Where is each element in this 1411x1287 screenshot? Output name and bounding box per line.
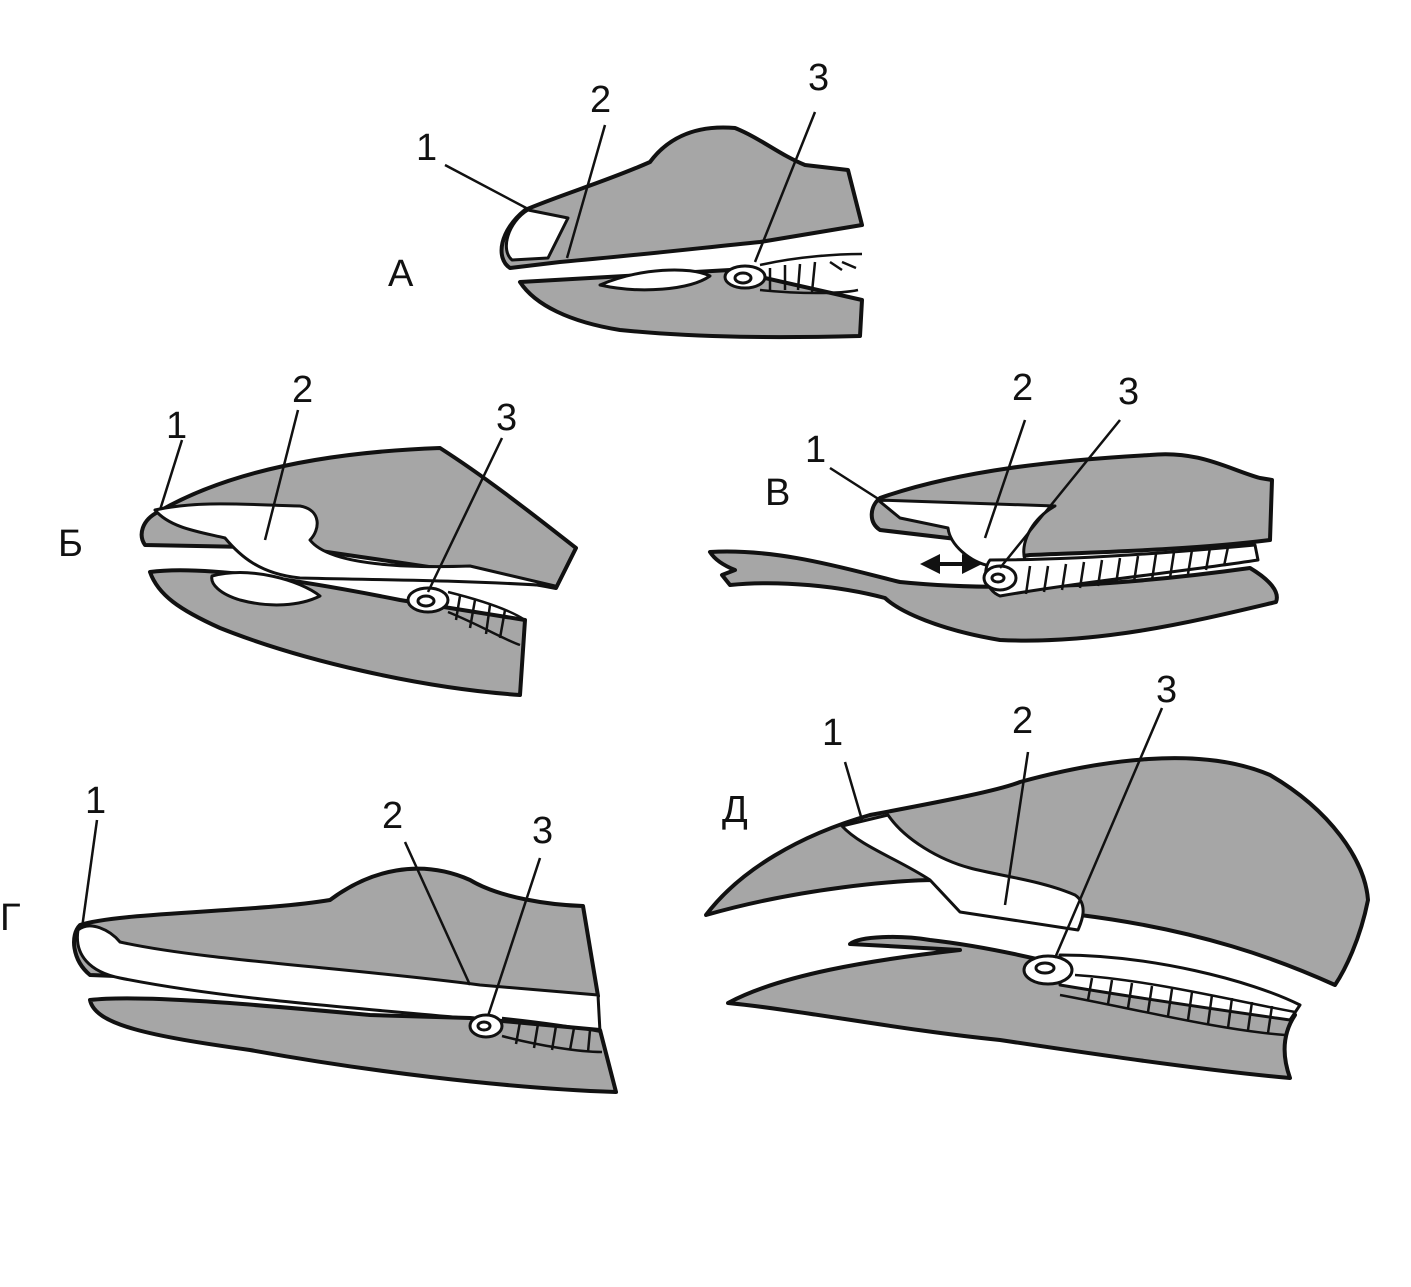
panel-a-leader-2 (565, 124, 607, 259)
panel-a-trachea (723, 252, 863, 295)
panel-a-egg-tooth (504, 208, 570, 262)
panel-b-label-1: 1 (166, 405, 187, 447)
panel-v-letter: В (765, 472, 790, 514)
panel-g-trachea (468, 1013, 603, 1054)
panel-b-lower-jaw (148, 568, 527, 697)
panel-b-label-2: 2 (292, 369, 313, 411)
panel-b-trachea (406, 586, 526, 647)
panel-a-letter: А (388, 253, 414, 295)
panel-g-label-3: 3 (532, 810, 553, 852)
panel-d-label-1: 1 (822, 712, 843, 754)
panel-g-leader-2 (403, 841, 472, 986)
panel-v: 1 2 3 В (708, 367, 1279, 643)
panel-g-letter: Г (0, 897, 21, 939)
panel-g-label-2: 2 (382, 795, 403, 837)
panel-v-leader-3 (999, 419, 1121, 569)
panel-g: 1 2 3 Г (0, 780, 618, 1094)
panel-b: 1 2 3 Б (58, 369, 578, 697)
panel-a-label-3: 3 (808, 57, 829, 99)
panel-d-label-3: 3 (1156, 669, 1177, 711)
panel-a-label-1: 1 (416, 127, 437, 169)
panel-a-tongue-slit (598, 268, 712, 292)
panel-a: 1 2 3 А (388, 57, 864, 340)
panel-v-trachea (982, 546, 1230, 595)
panel-d-leader-2 (1003, 751, 1030, 906)
panel-v-label-3: 3 (1118, 371, 1139, 413)
panel-b-leader-1 (158, 439, 184, 511)
panel-v-leader-2 (983, 419, 1027, 539)
panel-b-upper-opening (153, 502, 557, 588)
panel-b-leader-3 (426, 437, 504, 593)
panel-d-upper-jaw (704, 756, 1370, 987)
panel-b-tongue-slit (210, 571, 322, 607)
panel-b-letter: Б (58, 523, 83, 565)
panel-a-leader-1 (444, 163, 531, 212)
panel-g-leader-1 (80, 819, 99, 929)
panel-d: 1 2 3 Д (704, 669, 1370, 1080)
panel-v-leader-1 (829, 466, 881, 502)
panel-v-label-2: 2 (1012, 367, 1033, 409)
panel-b-label-3: 3 (496, 397, 517, 439)
panel-b-leader-2 (263, 409, 300, 541)
panel-d-leader-1 (843, 761, 864, 821)
panel-d-upper-opening (840, 813, 1085, 932)
panel-a-label-2: 2 (590, 79, 611, 121)
panel-a-leader-3 (753, 111, 817, 263)
panel-d-leader-3 (1053, 707, 1164, 959)
panel-a-upper-jaw (499, 125, 864, 270)
panel-d-letter: Д (722, 789, 748, 831)
panel-g-leader-3 (486, 857, 542, 1017)
panel-v-lower-jaw (708, 549, 1279, 643)
panel-d-trachea (1022, 954, 1296, 1037)
panel-d-label-2: 2 (1012, 700, 1033, 742)
panel-g-label-1: 1 (85, 780, 106, 822)
panel-v-label-1: 1 (805, 429, 826, 471)
